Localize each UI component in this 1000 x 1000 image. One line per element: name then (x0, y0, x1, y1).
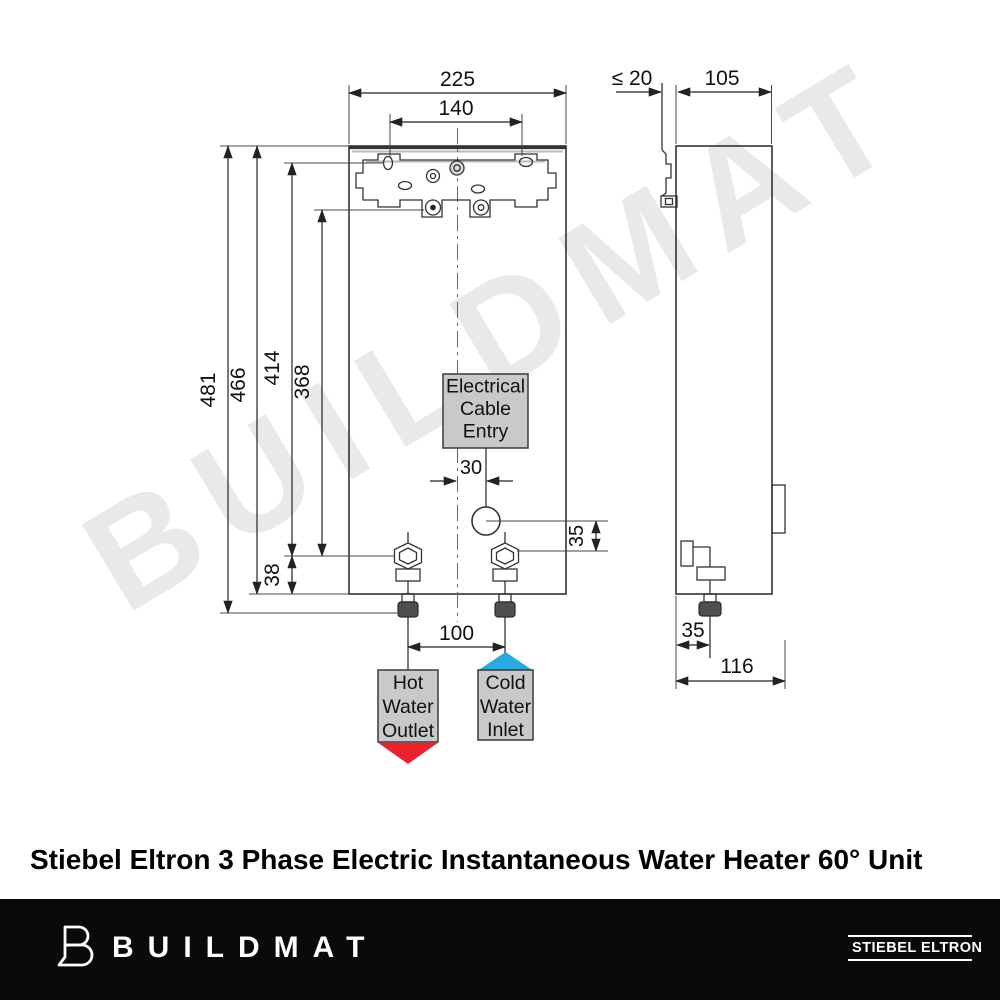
side-bracket-profile (660, 149, 678, 208)
cold-water-pipe (490, 532, 520, 653)
side-front-panel-bump (771, 484, 786, 534)
stiebel-eltron-logo: STIEBEL ELTRON (848, 935, 982, 961)
hot-outlet-box (377, 669, 439, 743)
dim-cable-offset: 30 (460, 457, 482, 479)
cable-entry-line3: Entry (463, 421, 509, 443)
dim-hole-to-pipe: 414 (261, 350, 284, 385)
cable-entry-line2: Cable (460, 398, 511, 420)
cold-label-line3: Inlet (487, 719, 524, 741)
hot-water-pipe (393, 532, 423, 670)
dim-depth: 105 (704, 67, 739, 90)
dim-body-height: 466 (227, 367, 250, 402)
dim-total-height: 481 (197, 372, 220, 407)
dim-pipe-spacing: 100 (439, 622, 474, 645)
buildmat-logo-icon (57, 925, 94, 967)
dim-side-pipe-offset: 35 (681, 619, 704, 642)
hot-label-line3: Outlet (382, 720, 435, 742)
cold-label-line1: Cold (485, 672, 525, 694)
side-body-outline (675, 145, 773, 595)
cold-label-line2: Water (480, 696, 532, 718)
dim-pipe-to-bottom: 38 (261, 563, 284, 586)
mounting-bracket (355, 153, 557, 218)
cable-entry: Electrical Cable Entry (442, 373, 608, 536)
hot-pipe-fitting (397, 601, 419, 618)
dim-cable-to-pipe: 35 (566, 525, 588, 547)
side-view (660, 83, 786, 658)
dim-screw-to-pipe: 368 (291, 364, 314, 399)
cold-arrow-icon (478, 652, 533, 671)
bracket-screw-left (424, 199, 442, 216)
cable-entry-box (442, 373, 529, 449)
hot-label-line1: Hot (393, 672, 424, 694)
front-dimensions: 225 140 481 466 414 368 (197, 68, 608, 652)
footer-bar: BUILDMAT STIEBEL ELTRON (0, 899, 1000, 1000)
buildmat-wordmark: BUILDMAT (112, 931, 379, 964)
technical-drawing: Electrical Cable Entry (197, 67, 786, 764)
dim-width: 225 (440, 68, 475, 91)
hot-arrow-icon (378, 742, 438, 764)
cold-inlet-label: Cold Water Inlet (477, 652, 534, 741)
side-pipe-assembly (680, 540, 726, 658)
dim-bracket-hole-spacing: 140 (438, 97, 473, 120)
dim-wall-clearance: ≤ 20 (612, 67, 653, 90)
bracket-screw-right (472, 199, 490, 216)
product-title: Stiebel Eltron 3 Phase Electric Instanta… (30, 844, 923, 875)
bracket-ring-hole (425, 168, 441, 184)
side-dimensions: ≤ 20 105 35 116 (612, 67, 786, 689)
bracket-hole-left (382, 155, 394, 171)
front-view: Electrical Cable Entry (348, 128, 608, 764)
hot-outlet-label: Hot Water Outlet (377, 669, 439, 764)
hot-label-line2: Water (382, 696, 434, 718)
cold-pipe-fitting (494, 601, 516, 618)
dim-total-depth: 116 (720, 655, 753, 678)
bracket-center-screw (449, 160, 465, 176)
bracket-hole-right (518, 156, 534, 168)
cold-inlet-box (477, 669, 534, 741)
side-pipe-fitting (698, 601, 722, 617)
cable-entry-line1: Electrical (446, 376, 525, 398)
